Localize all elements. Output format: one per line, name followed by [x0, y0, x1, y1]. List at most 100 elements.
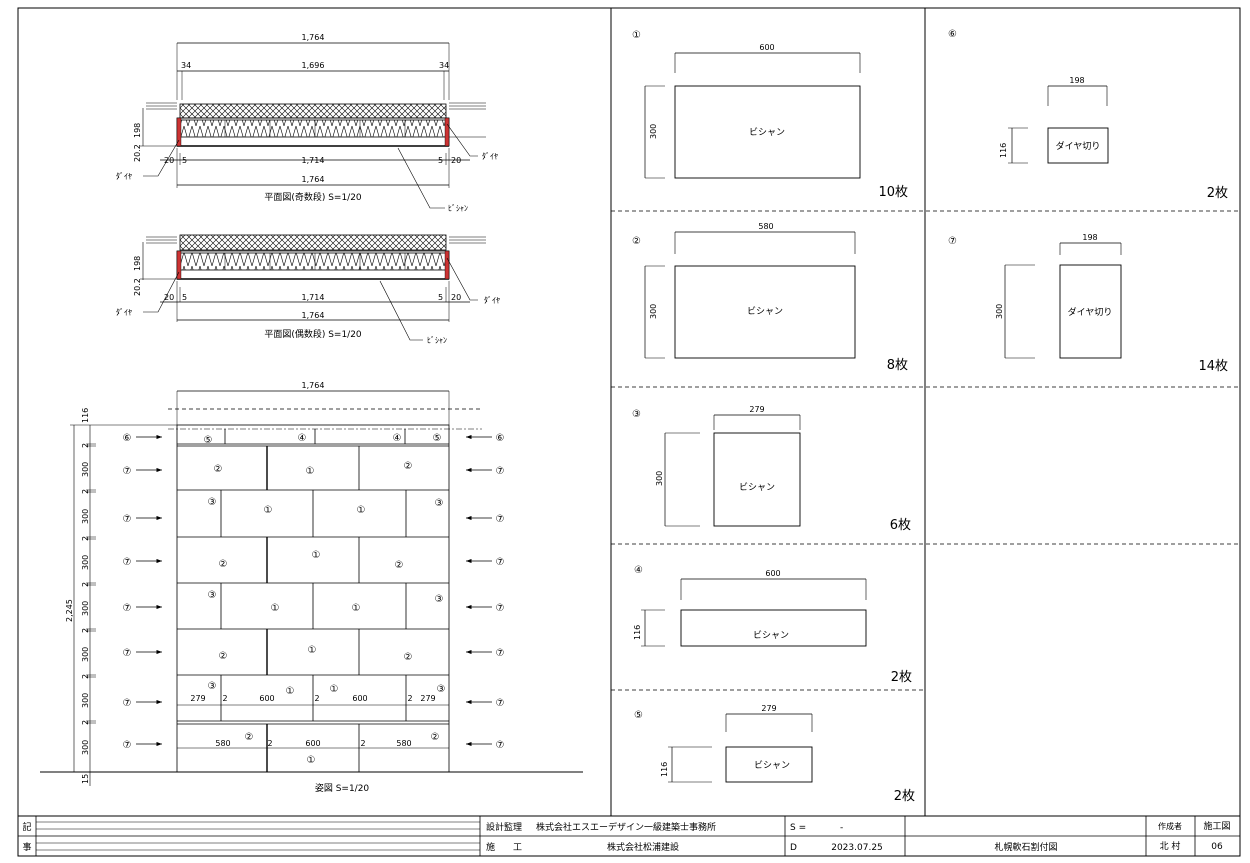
row6-dim: 2 [407, 694, 412, 703]
piece-number: ⑤ [634, 710, 643, 721]
row6-label: ① [286, 686, 295, 697]
marker-left: ⑦ [123, 698, 132, 709]
piece-4: ④ 600 116 ビシャン 2枚 [633, 565, 912, 685]
piece-height: 116 [633, 625, 642, 640]
dim-116: 116 [81, 408, 90, 423]
marker-right: ⑦ [496, 557, 505, 568]
label-diya-left-even: ﾀﾞｲﾔ [116, 308, 132, 317]
dim-5-right: 5 [438, 156, 443, 165]
dim-2: 2 [81, 720, 90, 725]
marker-right: ⑥ [496, 433, 505, 444]
marker-right: ⑦ [496, 740, 505, 751]
sheet-number: 06 [1211, 842, 1223, 852]
piece-label: ビシャン [739, 482, 775, 493]
dim-300: 300 [81, 647, 90, 662]
dim-198: 198 [133, 123, 142, 138]
dim-34-right: 34 [439, 61, 449, 70]
dim-198-even: 198 [133, 256, 142, 271]
piece-count: 14枚 [1198, 359, 1228, 374]
dim-2: 2 [81, 674, 90, 679]
dim-20-right-even: 20 [451, 293, 461, 302]
row1-label: ① [306, 466, 315, 477]
row3-label: ① [312, 550, 321, 561]
piece-height: 300 [655, 471, 664, 486]
top-label-5: ⑤ [433, 433, 442, 444]
dim-20-2: 20.2 [133, 144, 142, 162]
marker-left: ⑦ [123, 648, 132, 659]
row4-label: ① [352, 603, 361, 614]
author-name: 北 村 [1160, 840, 1181, 852]
dim-2: 2 [81, 443, 90, 448]
dim-1764-bottom: 1,764 [302, 175, 325, 184]
label-bishan-even: ﾋﾞｼｬﾝ [427, 336, 447, 345]
label-ji: 事 [22, 841, 31, 853]
row6-dim: 279 [420, 694, 435, 703]
caption-plan-even: 平面図(偶数段) S=1/20 [264, 328, 362, 340]
scale-value: - [840, 823, 843, 833]
label-diya-right-even: ﾀﾞｲﾔ [484, 296, 500, 305]
caption-elevation: 姿図 S=1/20 [315, 782, 370, 794]
dim-5-right-even: 5 [438, 293, 443, 302]
plan-odd: 1,764 34 1,696 34 20.2 198 [116, 33, 498, 213]
row7-label: ① [307, 755, 316, 766]
piece-number: ⑥ [948, 29, 957, 40]
row7-dim: 580 [215, 739, 230, 748]
piece-count: 2枚 [891, 670, 912, 685]
row7-dim: 2 [360, 739, 365, 748]
piece-number: ③ [632, 409, 641, 420]
piece-dividers [611, 210, 1240, 691]
piece-count: 10枚 [878, 185, 908, 200]
piece-2: ② 580 300 ビシャン 8枚 [632, 222, 908, 373]
marker-left: ⑦ [123, 603, 132, 614]
row5-label: ① [308, 645, 317, 656]
row6-dim: 600 [352, 694, 367, 703]
row6-dim: 279 [190, 694, 205, 703]
row5-label: ② [219, 651, 228, 662]
drawing-name: 札幌軟石割付図 [994, 841, 1057, 853]
piece-label: ダイヤ切り [1068, 306, 1113, 318]
row6-label: ③ [437, 684, 446, 695]
date-value: 2023.07.25 [831, 843, 883, 853]
row5-label: ② [404, 652, 413, 663]
piece-count: 8枚 [887, 358, 908, 373]
piece-width: 198 [1069, 76, 1084, 85]
dim-2245: 2,245 [65, 599, 74, 622]
row4-label: ① [271, 603, 280, 614]
caption-plan-odd: 平面図(奇数段) S=1/20 [264, 191, 362, 203]
supervisor-name: 株式会社エスエーデザイン一級建築士事務所 [536, 821, 716, 833]
dim-1714: 1,714 [302, 156, 325, 165]
dim-1764-elev: 1,764 [302, 381, 325, 390]
piece-width: 198 [1082, 233, 1097, 242]
label-diya-right: ﾀﾞｲﾔ [482, 152, 498, 161]
piece-width: 580 [758, 222, 773, 231]
title-block: 記 事 設計監理 株式会社エスエーデザイン一級建築士事務所 施 工 株式会社松浦… [18, 816, 1240, 856]
dim-300: 300 [81, 740, 90, 755]
dim-300: 300 [81, 693, 90, 708]
marker-left: ⑦ [123, 514, 132, 525]
builder-label: 施 工 [486, 841, 522, 853]
dim-20-left: 20 [164, 156, 174, 165]
row7-label: ② [431, 732, 440, 743]
dim-300: 300 [81, 555, 90, 570]
piece-count: 2枚 [894, 789, 915, 804]
builder-name: 株式会社松浦建設 [607, 841, 679, 853]
row7-dim: 580 [396, 739, 411, 748]
dim-300: 300 [81, 601, 90, 616]
row4-label: ③ [208, 590, 217, 601]
dim-20-left-even: 20 [164, 293, 174, 302]
top-label-4: ④ [298, 433, 307, 444]
piece-7: ⑦ 198 300 ダイヤ切り 14枚 [948, 233, 1228, 374]
dim-2: 2 [81, 582, 90, 587]
dim-2: 2 [81, 628, 90, 633]
piece-label: ビシャン [747, 306, 783, 317]
marker-left: ⑦ [123, 740, 132, 751]
piece-width: 600 [765, 569, 780, 578]
piece-6: ⑥ 198 116 ダイヤ切り 2枚 [948, 29, 1228, 201]
date-label: D [790, 843, 797, 853]
label-diya-left: ﾀﾞｲﾔ [116, 172, 132, 181]
piece-count: 2枚 [1207, 186, 1228, 201]
piece-width: 600 [759, 43, 774, 52]
piece-label: ダイヤ切り [1056, 140, 1101, 152]
marker-right: ⑦ [496, 648, 505, 659]
